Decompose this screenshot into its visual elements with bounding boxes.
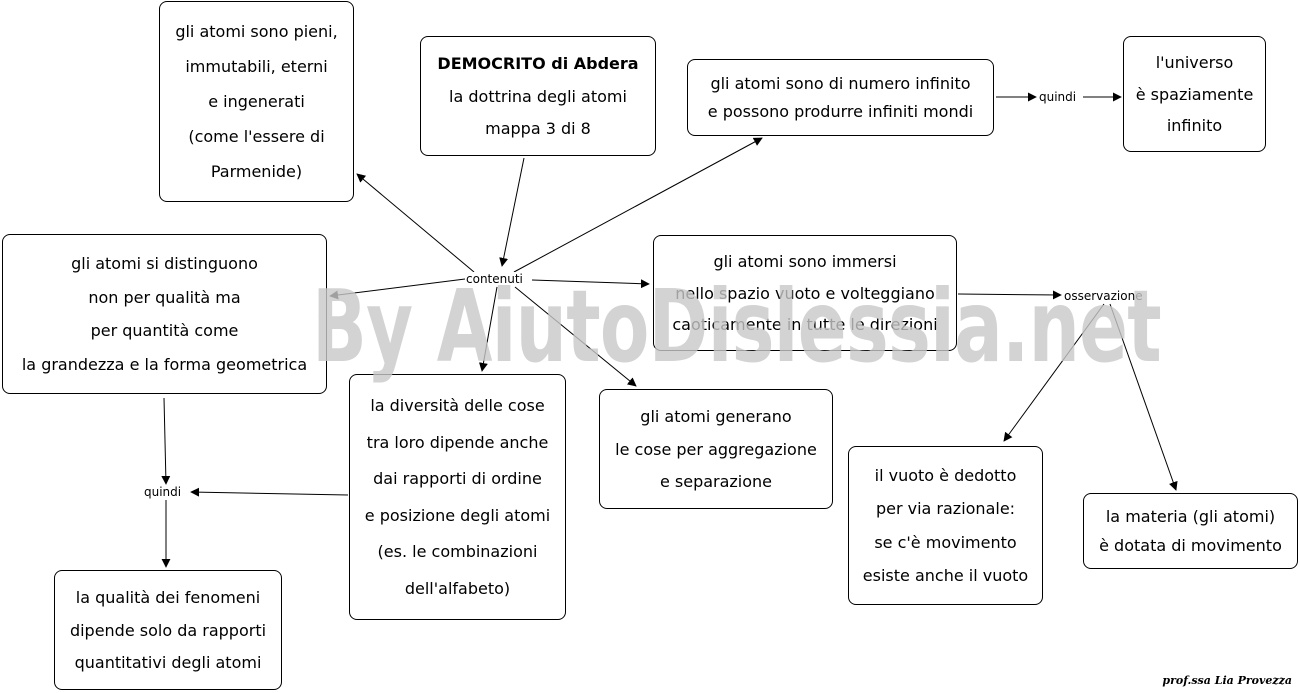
link-label-quindi-top: quindi	[1039, 90, 1077, 104]
edge-diversita-quindi	[190, 487, 349, 497]
node-text-line: e separazione	[659, 471, 773, 491]
node-text-line: gli atomi sono pieni,	[175, 22, 338, 41]
edge-immersi-osservazione	[957, 290, 1062, 300]
node-text-line: tra loro dipende anche	[366, 432, 549, 452]
node-text-line: esiste anche il vuoto	[862, 566, 1029, 586]
node-text-line: quantitativi degli atomi	[74, 652, 262, 672]
node-text-line: è spaziamente	[1135, 84, 1254, 104]
node-text-line: per via razionale:	[875, 499, 1016, 519]
node-atomi-pieni: gli atomi sono pieni, immutabili, eterni…	[159, 1, 354, 202]
node-text-line: caoticamente in tutte le direzioni	[672, 314, 938, 334]
node-text-line: la diversità delle cose	[370, 396, 545, 416]
node-text-line: gli atomi sono immersi	[713, 252, 897, 272]
watermark-text: By AiutoDislessia.net	[312, 268, 1162, 385]
node-text-line: nello spazio vuoto e volteggiano	[675, 283, 935, 303]
node-diversita-cose: la diversità delle cose tra loro dipende…	[349, 374, 566, 620]
node-text-line: la grandezza e la forma geometrica	[21, 355, 308, 375]
title-subtitle: la dottrina degli atomi	[449, 86, 627, 106]
node-atomi-generano: gli atomi generano le cose per aggregazi…	[599, 389, 833, 509]
node-text-line: non per qualità ma	[88, 287, 241, 307]
node-atomi-immersi: gli atomi sono immersi nello spazio vuot…	[653, 235, 957, 351]
node-qualita-fenomeni: la qualità dei fenomeni dipende solo da …	[54, 570, 282, 690]
node-text-line: Parmenide)	[210, 162, 303, 181]
node-numero-infinito: gli atomi sono di numero infinito e poss…	[687, 59, 994, 136]
node-text-line: e possono produrre infiniti mondi	[707, 102, 974, 122]
edge-contenuti-diversita	[478, 286, 498, 372]
node-text-line: (come l'essere di	[188, 127, 325, 146]
author-signature: prof.ssa Lia Provezza	[1162, 674, 1292, 687]
link-label-quindi-left: quindi	[144, 485, 182, 499]
edge-distinguono-quindi	[161, 397, 171, 485]
edge-osservazione-vuoto	[1003, 303, 1105, 442]
node-text-line: la materia (gli atomi)	[1105, 507, 1276, 527]
node-text-line: dell'alfabeto)	[404, 578, 511, 598]
node-text-line: (es. le combinazioni	[377, 542, 538, 562]
node-text-line: il vuoto è dedotto	[874, 465, 1017, 485]
edge-contenuti-distinguono	[329, 278, 466, 300]
title-heading: DEMOCRITO di Abdera	[437, 54, 639, 74]
edge-contenuti-pieni	[356, 173, 475, 273]
link-label-osservazione: osservazione	[1064, 289, 1143, 303]
node-text-line: l'universo	[1155, 53, 1234, 73]
edge-title-contenuti	[499, 157, 525, 267]
node-text-line: dipende solo da rapporti	[69, 620, 267, 640]
node-text-line: se c'è movimento	[874, 532, 1017, 552]
node-text-line: per quantità come	[90, 321, 239, 341]
title-map-index: mappa 3 di 8	[485, 118, 591, 138]
edge-contenuti-immersi	[531, 279, 650, 289]
node-text-line: e ingenerati	[208, 92, 305, 111]
edge-contenuti-infinito	[513, 137, 763, 273]
node-text-line: dai rapporti di ordine	[373, 469, 542, 489]
link-label-contenuti: contenuti	[466, 272, 523, 286]
node-universo-infinito: l'universo è spaziamente infinito	[1123, 36, 1266, 152]
node-text-line: immutabili, eterni	[185, 57, 328, 76]
edge-osservazione-materia	[1109, 303, 1178, 491]
node-atomi-distinguono: gli atomi si distinguono non per qualità…	[2, 234, 327, 394]
node-vuoto-dedotto: il vuoto è dedotto per via razionale: se…	[848, 446, 1043, 605]
node-text-line: le cose per aggregazione	[615, 439, 817, 459]
edge-contenuti-generano	[514, 286, 637, 387]
node-text-line: la qualità dei fenomeni	[75, 588, 261, 608]
node-text-line: gli atomi si distinguono	[71, 253, 258, 273]
node-text-line: gli atomi generano	[640, 407, 792, 427]
node-text-line: è dotata di movimento	[1099, 535, 1282, 555]
node-democrito-title: DEMOCRITO di Abdera la dottrina degli at…	[420, 36, 656, 156]
node-text-line: gli atomi sono di numero infinito	[710, 73, 971, 93]
node-materia-movimento: la materia (gli atomi) è dotata di movim…	[1083, 493, 1298, 569]
node-text-line: infinito	[1166, 115, 1223, 135]
node-text-line: e posizione degli atomi	[364, 505, 551, 525]
